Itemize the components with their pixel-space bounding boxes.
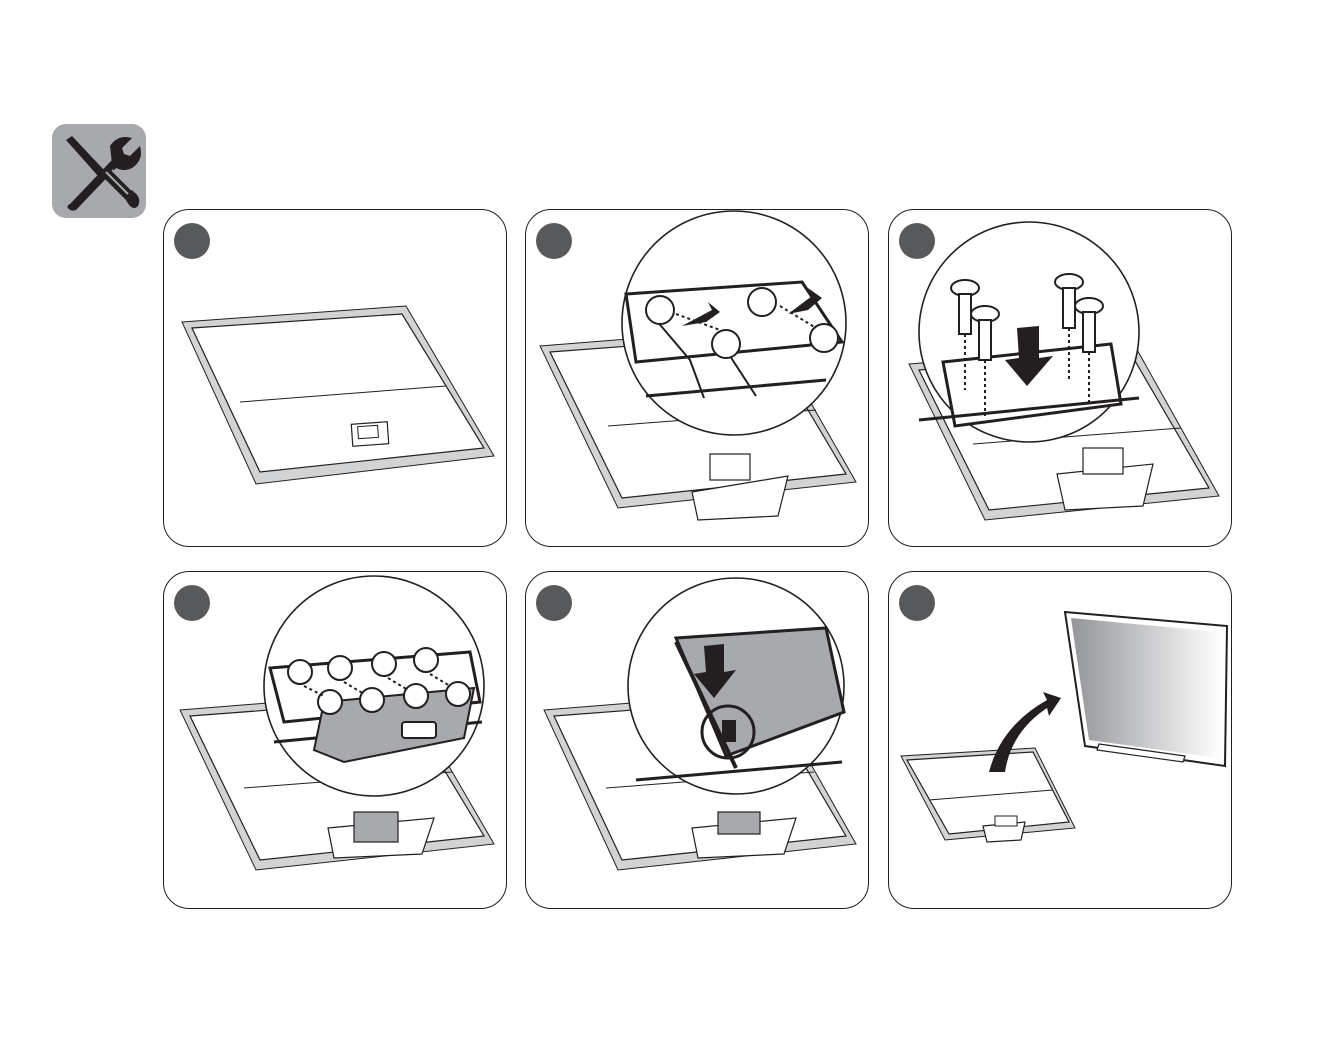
step-4-panel xyxy=(163,571,507,909)
screwdriver-wrench-icon xyxy=(52,124,146,218)
tv-stand-up-illustration xyxy=(889,572,1232,909)
step-2-panel xyxy=(525,209,869,547)
step-3-panel xyxy=(888,209,1232,547)
step-5-panel xyxy=(525,571,869,909)
screws-illustration xyxy=(889,210,1232,547)
stand-insert-illustration xyxy=(526,210,869,547)
cover-plate-illustration xyxy=(164,572,507,909)
step-6-panel xyxy=(888,571,1232,909)
step-1-panel xyxy=(163,209,507,547)
tv-face-down-illustration xyxy=(164,210,507,547)
press-clip-illustration xyxy=(526,572,869,909)
tools-badge xyxy=(52,124,146,218)
